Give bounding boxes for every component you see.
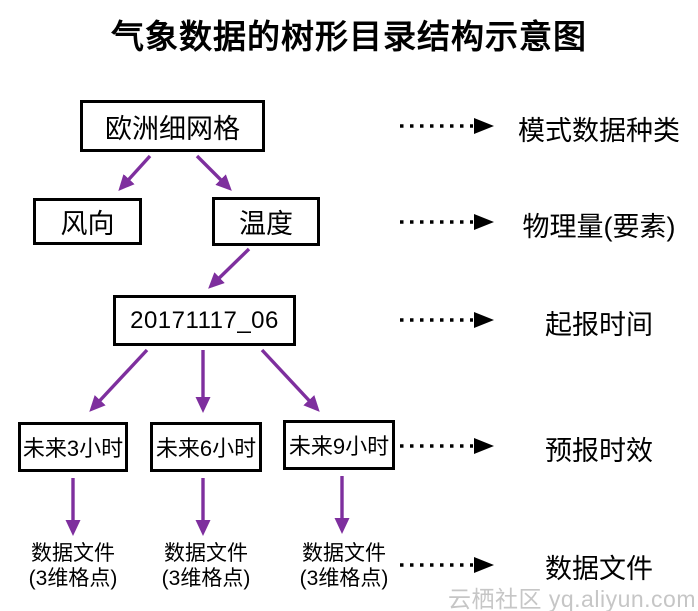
file-block-3-line1: 数据文件 xyxy=(302,542,386,565)
legend-label-data-file: 数据文件 xyxy=(545,554,653,584)
file-block-1-line1: 数据文件 xyxy=(31,542,115,565)
dotted-arrowhead-5 xyxy=(474,557,494,573)
file-block-1: 数据文件 (3维格点) xyxy=(8,541,138,591)
legend-dotted-arrows xyxy=(400,124,473,567)
file-block-2-line2: (3维格点) xyxy=(161,567,251,590)
dotted-arrowhead-3 xyxy=(474,312,494,328)
legend-label-init-time: 起报时间 xyxy=(545,310,653,340)
legend-label-forecast-period: 预报时效 xyxy=(545,436,653,466)
legend-label-model-type: 模式数据种类 xyxy=(518,116,680,146)
arrow-root-to-wind xyxy=(118,154,152,191)
tree-node-hour6: 未来6小时 xyxy=(150,422,262,472)
tree-node-model-label: 欧洲细网格 xyxy=(105,113,240,144)
tree-node-wind-label: 风向 xyxy=(60,209,115,239)
arrow-time-to-hour9 xyxy=(260,348,320,412)
legend-arrowheads xyxy=(474,118,494,573)
file-block-3-line2: (3维格点) xyxy=(299,567,389,590)
tree-node-temperature: 温度 xyxy=(212,197,320,246)
arrow-root-to-temp xyxy=(195,154,232,191)
tree-node-hour9: 未来9小时 xyxy=(283,420,395,470)
tree-node-inittime: 20171117_06 xyxy=(113,295,296,346)
tree-node-hour3-label: 未来3小时 xyxy=(22,436,124,461)
arrow-time-to-hour3 xyxy=(89,348,149,412)
tree-node-hour9-label: 未来9小时 xyxy=(288,434,390,459)
tree-node-temperature-label: 温度 xyxy=(239,209,293,239)
tree-node-wind: 风向 xyxy=(33,198,142,245)
file-block-3: 数据文件 (3维格点) xyxy=(279,541,409,591)
file-block-2: 数据文件 (3维格点) xyxy=(141,541,271,591)
dotted-arrowhead-2 xyxy=(474,214,494,230)
watermark: 云栖社区 yq.aliyun.com xyxy=(447,586,696,611)
dotted-arrowhead-4 xyxy=(474,438,494,454)
dotted-arrowhead-1 xyxy=(474,118,494,134)
tree-node-model: 欧洲细网格 xyxy=(80,100,265,152)
file-block-1-line2: (3维格点) xyxy=(28,567,118,590)
tree-node-hour6-label: 未来6小时 xyxy=(155,436,257,461)
tree-node-inittime-label: 20171117_06 xyxy=(130,306,279,334)
legend-label-physical-quantity: 物理量(要素) xyxy=(522,212,676,242)
file-block-2-line1: 数据文件 xyxy=(164,542,248,565)
tree-node-hour3: 未来3小时 xyxy=(18,422,128,472)
arrow-temp-to-time xyxy=(208,247,251,289)
page-title: 气象数据的树形目录结构示意图 xyxy=(111,18,587,55)
